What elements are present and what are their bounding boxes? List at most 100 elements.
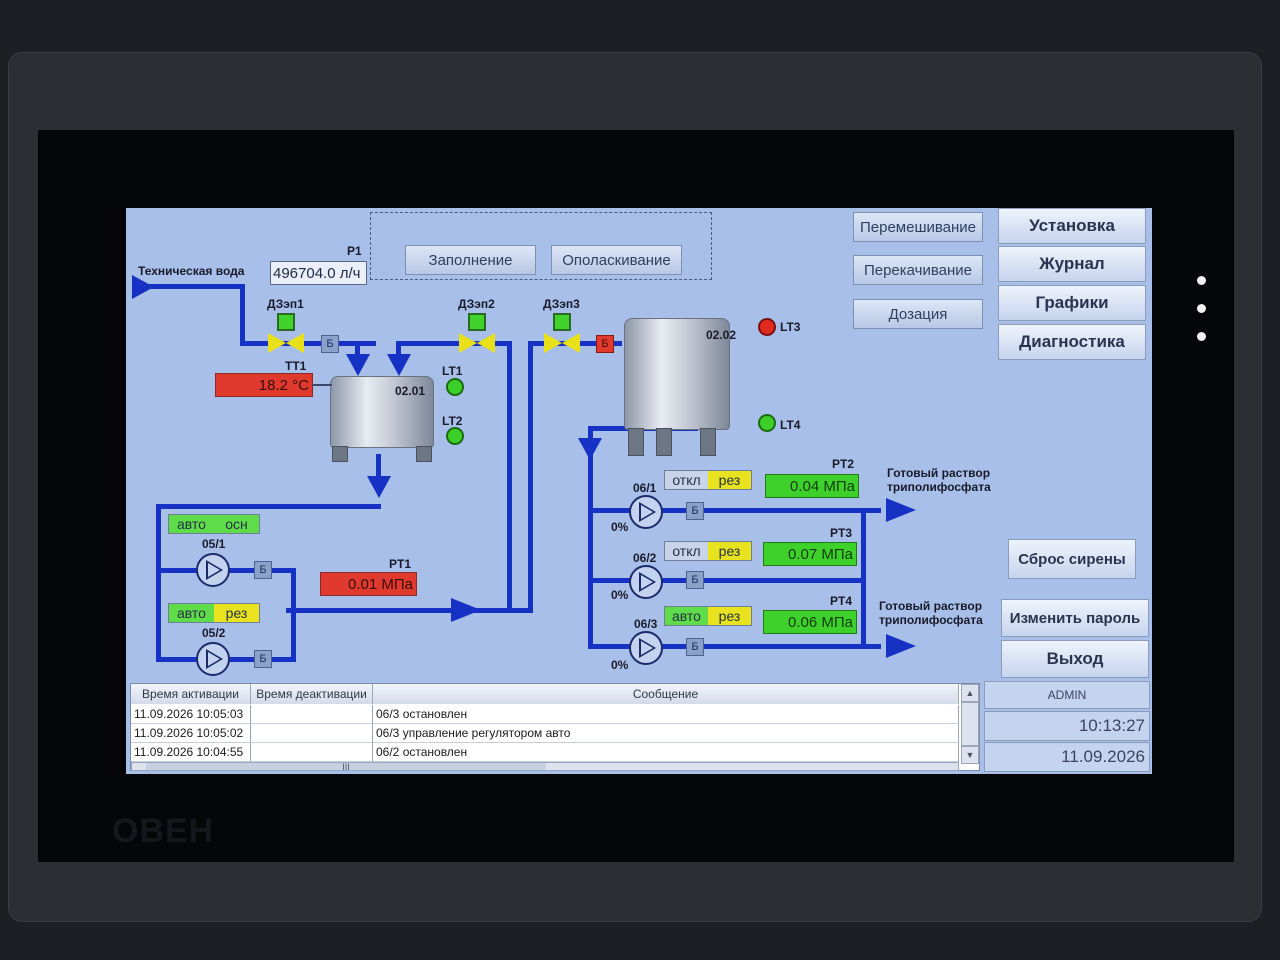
- pump-06-2[interactable]: [629, 565, 663, 599]
- valve-3-b-badge[interactable]: Б: [596, 335, 614, 353]
- pump-06-2-mode[interactable]: откл рез: [664, 541, 752, 561]
- valve-3-actuator[interactable]: [553, 313, 571, 331]
- rinse-button[interactable]: Ополаскивание: [551, 245, 682, 275]
- pump-06-3-b-badge[interactable]: Б: [686, 638, 704, 656]
- pipe: [144, 284, 244, 289]
- pipe: [240, 341, 376, 346]
- alarm-log-table[interactable]: Время активации Время деактивации Сообще…: [130, 683, 980, 772]
- pumping-button[interactable]: Перекачивание: [853, 255, 983, 285]
- pump-06-2-b-badge[interactable]: Б: [686, 571, 704, 589]
- pump-05-2-b-badge[interactable]: Б: [254, 650, 272, 668]
- pump-06-1-mode-b[interactable]: рез: [708, 471, 751, 489]
- nav-setup-button[interactable]: Установка: [998, 208, 1146, 244]
- temp-tag: ТТ1: [285, 359, 307, 373]
- tank-02-01[interactable]: [330, 376, 434, 448]
- pipe: [861, 644, 881, 649]
- tank-leg: [332, 446, 348, 462]
- pump-05-2-mode[interactable]: авто рез: [168, 603, 260, 623]
- pump-06-3-tag: 06/3: [634, 617, 658, 631]
- exit-button[interactable]: Выход: [1001, 640, 1149, 678]
- nav-journal-button[interactable]: Журнал: [998, 246, 1146, 282]
- pump-05-1-mode-a[interactable]: авто: [169, 515, 214, 533]
- pump-06-1-mode[interactable]: откл рез: [664, 470, 752, 490]
- scroll-thumb[interactable]: III: [146, 762, 546, 772]
- status-led: [1197, 332, 1206, 341]
- pipe: [376, 454, 381, 490]
- pipe: [507, 341, 512, 613]
- pump-06-1-mode-a[interactable]: откл: [665, 471, 708, 489]
- log-row-activation[interactable]: 11.09.2026 10:05:02: [131, 724, 251, 743]
- log-row-message[interactable]: 06/2 остановлен: [373, 743, 959, 762]
- log-row-activation[interactable]: 11.09.2026 10:04:55: [131, 743, 251, 762]
- pump-06-1[interactable]: [629, 495, 663, 529]
- tank-leg: [628, 428, 644, 456]
- pump-05-1-b-badge[interactable]: Б: [254, 561, 272, 579]
- log-row-message[interactable]: 06/3 остановлен: [373, 705, 959, 724]
- valve-1-tag: ДЗэп1: [267, 297, 304, 311]
- vertical-scrollbar[interactable]: [961, 702, 979, 746]
- pt4-value-display: 0.06 МПа: [763, 610, 857, 634]
- reset-siren-button[interactable]: Сброс сирены: [1008, 539, 1136, 579]
- scroll-down-arrow[interactable]: ▼: [961, 746, 979, 764]
- pump-05-1-mode-b[interactable]: осн: [214, 515, 259, 533]
- flow-arrow-right: [451, 598, 481, 622]
- fill-button[interactable]: Заполнение: [405, 245, 536, 275]
- change-password-button[interactable]: Изменить пароль: [1001, 599, 1149, 637]
- col-activation-header[interactable]: Время активации: [131, 684, 251, 704]
- valve-2[interactable]: [459, 333, 495, 353]
- pump-06-2-percent: 0%: [611, 588, 629, 602]
- pump-06-3-mode[interactable]: авто рез: [664, 606, 752, 626]
- valve-2-tag: ДЗэп2: [458, 297, 495, 311]
- valve-2-actuator[interactable]: [468, 313, 486, 331]
- pump-06-3[interactable]: [629, 631, 663, 665]
- pt3-value-display: 0.07 МПа: [763, 542, 857, 566]
- horizontal-scrollbar[interactable]: III: [131, 762, 959, 772]
- dosing-button[interactable]: Дозация: [853, 299, 983, 329]
- log-row-message[interactable]: 06/3 управление регулятором авто: [373, 724, 959, 743]
- scroll-up-arrow[interactable]: ▲: [961, 684, 979, 702]
- col-message-header[interactable]: Сообщение: [373, 684, 959, 704]
- valve-1[interactable]: [268, 333, 304, 353]
- pump-06-3-mode-a[interactable]: авто: [665, 607, 708, 625]
- pump-06-2-mode-b[interactable]: рез: [708, 542, 751, 560]
- pump-05-2-mode-a[interactable]: авто: [169, 604, 214, 622]
- pump-05-1[interactable]: [196, 553, 230, 587]
- log-row-deactivation[interactable]: [251, 743, 373, 762]
- pipe: [156, 504, 381, 509]
- flow-arrow-down: [578, 438, 602, 460]
- pump-06-1-b-badge[interactable]: Б: [686, 502, 704, 520]
- level-lt3-tag: LT3: [780, 320, 801, 334]
- output-label-1: Готовый раствор триполифосфата: [887, 466, 991, 494]
- tank-02-02[interactable]: [624, 318, 730, 430]
- level-lt2-tag: LT2: [442, 414, 463, 428]
- valve-1-actuator[interactable]: [277, 313, 295, 331]
- pump-06-2-mode-a[interactable]: откл: [665, 542, 708, 560]
- pipe: [588, 426, 593, 646]
- valve-3[interactable]: [544, 333, 580, 353]
- process-group-frame: [370, 212, 712, 280]
- pipe: [240, 284, 245, 346]
- log-row-activation[interactable]: 11.09.2026 10:05:03: [131, 705, 251, 724]
- nav-diagnostics-button[interactable]: Диагностика: [998, 324, 1146, 360]
- pt2-tag: PT2: [832, 457, 855, 471]
- pump-06-3-percent: 0%: [611, 658, 629, 672]
- pump-05-2-mode-b[interactable]: рез: [214, 604, 259, 622]
- col-deactivation-header[interactable]: Время деактивации: [251, 684, 373, 704]
- log-row-deactivation[interactable]: [251, 705, 373, 724]
- tank-leg: [656, 428, 672, 456]
- pump-06-3-mode-b[interactable]: рез: [708, 607, 751, 625]
- pipe: [588, 644, 868, 649]
- valve-1-b-badge[interactable]: Б: [321, 335, 339, 353]
- tank-2-tag: 02.02: [706, 328, 737, 342]
- tank-1-tag: 02.01: [395, 384, 426, 398]
- mixing-button[interactable]: Перемешивание: [853, 212, 983, 242]
- pump-05-1-mode[interactable]: авто осн: [168, 514, 260, 534]
- nav-graphs-button[interactable]: Графики: [998, 285, 1146, 321]
- level-lt1-tag: LT1: [442, 364, 463, 378]
- flow-value-display: 496704.0 л/ч: [270, 261, 367, 285]
- hmi-screen: Заполнение Ополаскивание Перемешивание П…: [126, 208, 1152, 774]
- log-row-deactivation[interactable]: [251, 724, 373, 743]
- pump-05-2[interactable]: [196, 642, 230, 676]
- pipe: [396, 341, 511, 346]
- pt3-tag: PT3: [830, 526, 853, 540]
